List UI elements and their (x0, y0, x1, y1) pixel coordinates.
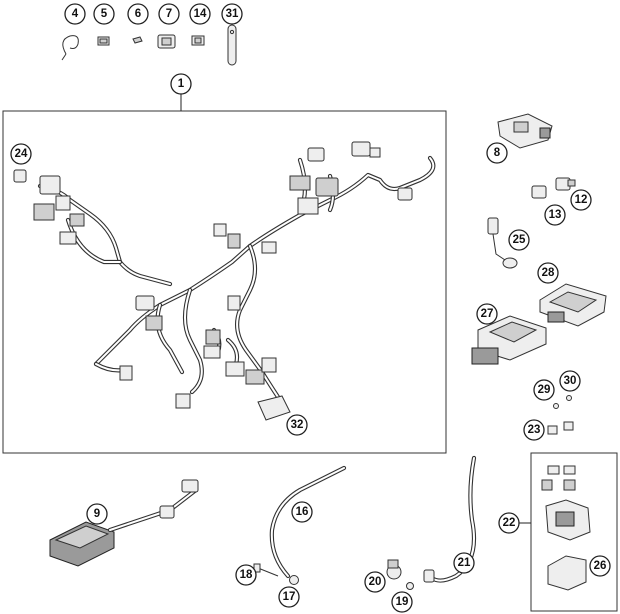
callout-27-label: 27 (481, 308, 494, 320)
callout-14-label: 14 (194, 8, 207, 20)
callout-18[interactable]: 18 (235, 564, 257, 586)
callout-1-label: 1 (178, 78, 185, 90)
main-harness-frame (2, 110, 447, 454)
callout-7[interactable]: 7 (158, 3, 180, 25)
callout-22[interactable]: 22 (498, 512, 520, 534)
callout-17-label: 17 (283, 591, 296, 603)
part-16-ground-cable (269, 465, 347, 585)
callout-9-label: 9 (94, 508, 100, 520)
part-14-connector (191, 35, 205, 46)
part-31-strap (227, 24, 237, 66)
callout-12-label: 12 (575, 194, 588, 206)
callout-16[interactable]: 16 (291, 501, 313, 523)
part-20-switch (386, 559, 402, 580)
part-6-terminal (132, 36, 143, 44)
callout-8-label: 8 (494, 147, 501, 159)
callout-16-label: 16 (296, 506, 309, 518)
callout-28[interactable]: 28 (537, 262, 559, 284)
part-27-housing (471, 315, 547, 365)
part-18-bolt (253, 563, 279, 577)
part-26-relay-cover (547, 555, 587, 591)
callout-5-label: 5 (101, 8, 108, 20)
callout-25-label: 25 (513, 234, 526, 246)
callout-22-label: 22 (503, 517, 516, 529)
part-32-module (257, 395, 291, 421)
callout-17[interactable]: 17 (278, 586, 300, 608)
callout-24-label: 24 (15, 148, 28, 160)
callout-30-label: 30 (564, 375, 577, 387)
relay-kit-frame (530, 452, 618, 612)
callout-28-label: 28 (542, 267, 555, 279)
callout-19[interactable]: 19 (391, 591, 413, 613)
callout-7-label: 7 (166, 8, 172, 20)
callout-32-label: 32 (291, 419, 304, 431)
callout-20[interactable]: 20 (364, 571, 386, 593)
callout-13-label: 13 (549, 209, 562, 221)
part-7-connector-housing (157, 34, 176, 49)
part-28-cover (539, 283, 607, 327)
callout-31-label: 31 (226, 8, 239, 20)
callout-20-label: 20 (369, 576, 382, 588)
callout-6[interactable]: 6 (127, 3, 149, 25)
callout-29[interactable]: 29 (533, 379, 555, 401)
part-5-connector (97, 36, 110, 46)
callout-32[interactable]: 32 (286, 414, 308, 436)
part-4-cable-tie (61, 35, 79, 61)
callout-4[interactable]: 4 (64, 3, 86, 25)
callout-29-label: 29 (538, 384, 551, 396)
part-24-grommet (13, 169, 27, 183)
callout-1[interactable]: 1 (170, 73, 192, 95)
callout-21[interactable]: 21 (453, 552, 475, 574)
part-21-cable (423, 455, 477, 583)
callout-23-label: 23 (528, 424, 541, 436)
callout-26[interactable]: 26 (589, 555, 611, 577)
callout-26-label: 26 (594, 560, 607, 572)
part-12-relay (555, 177, 576, 191)
part-19-nut (406, 582, 414, 590)
part-22-relay-set (541, 465, 591, 541)
callout-6-label: 6 (135, 8, 141, 20)
callout-9[interactable]: 9 (86, 503, 108, 525)
callout-14[interactable]: 14 (189, 3, 211, 25)
part-29-screw (553, 403, 559, 409)
callout-21-label: 21 (458, 557, 471, 569)
callout-19-label: 19 (396, 596, 409, 608)
callout-5[interactable]: 5 (93, 3, 115, 25)
part-23-clips (547, 421, 574, 435)
callout-23[interactable]: 23 (523, 419, 545, 441)
part-30-screw (566, 395, 572, 401)
callout-8[interactable]: 8 (486, 142, 508, 164)
part-9-regulator (49, 479, 199, 567)
callout-25[interactable]: 25 (508, 229, 530, 251)
callout-4-label: 4 (72, 8, 79, 20)
callout-31[interactable]: 31 (221, 3, 243, 25)
callout-13[interactable]: 13 (544, 204, 566, 226)
callout-12[interactable]: 12 (570, 189, 592, 211)
part-25-sensor-lead (487, 217, 518, 269)
main-wiring-harness (13, 141, 436, 421)
part-8-control-unit (497, 113, 553, 149)
callout-18-label: 18 (240, 569, 253, 581)
callout-27[interactable]: 27 (476, 303, 498, 325)
part-13-relay (531, 185, 547, 199)
callout-24[interactable]: 24 (10, 143, 32, 165)
callout-30[interactable]: 30 (559, 370, 581, 392)
